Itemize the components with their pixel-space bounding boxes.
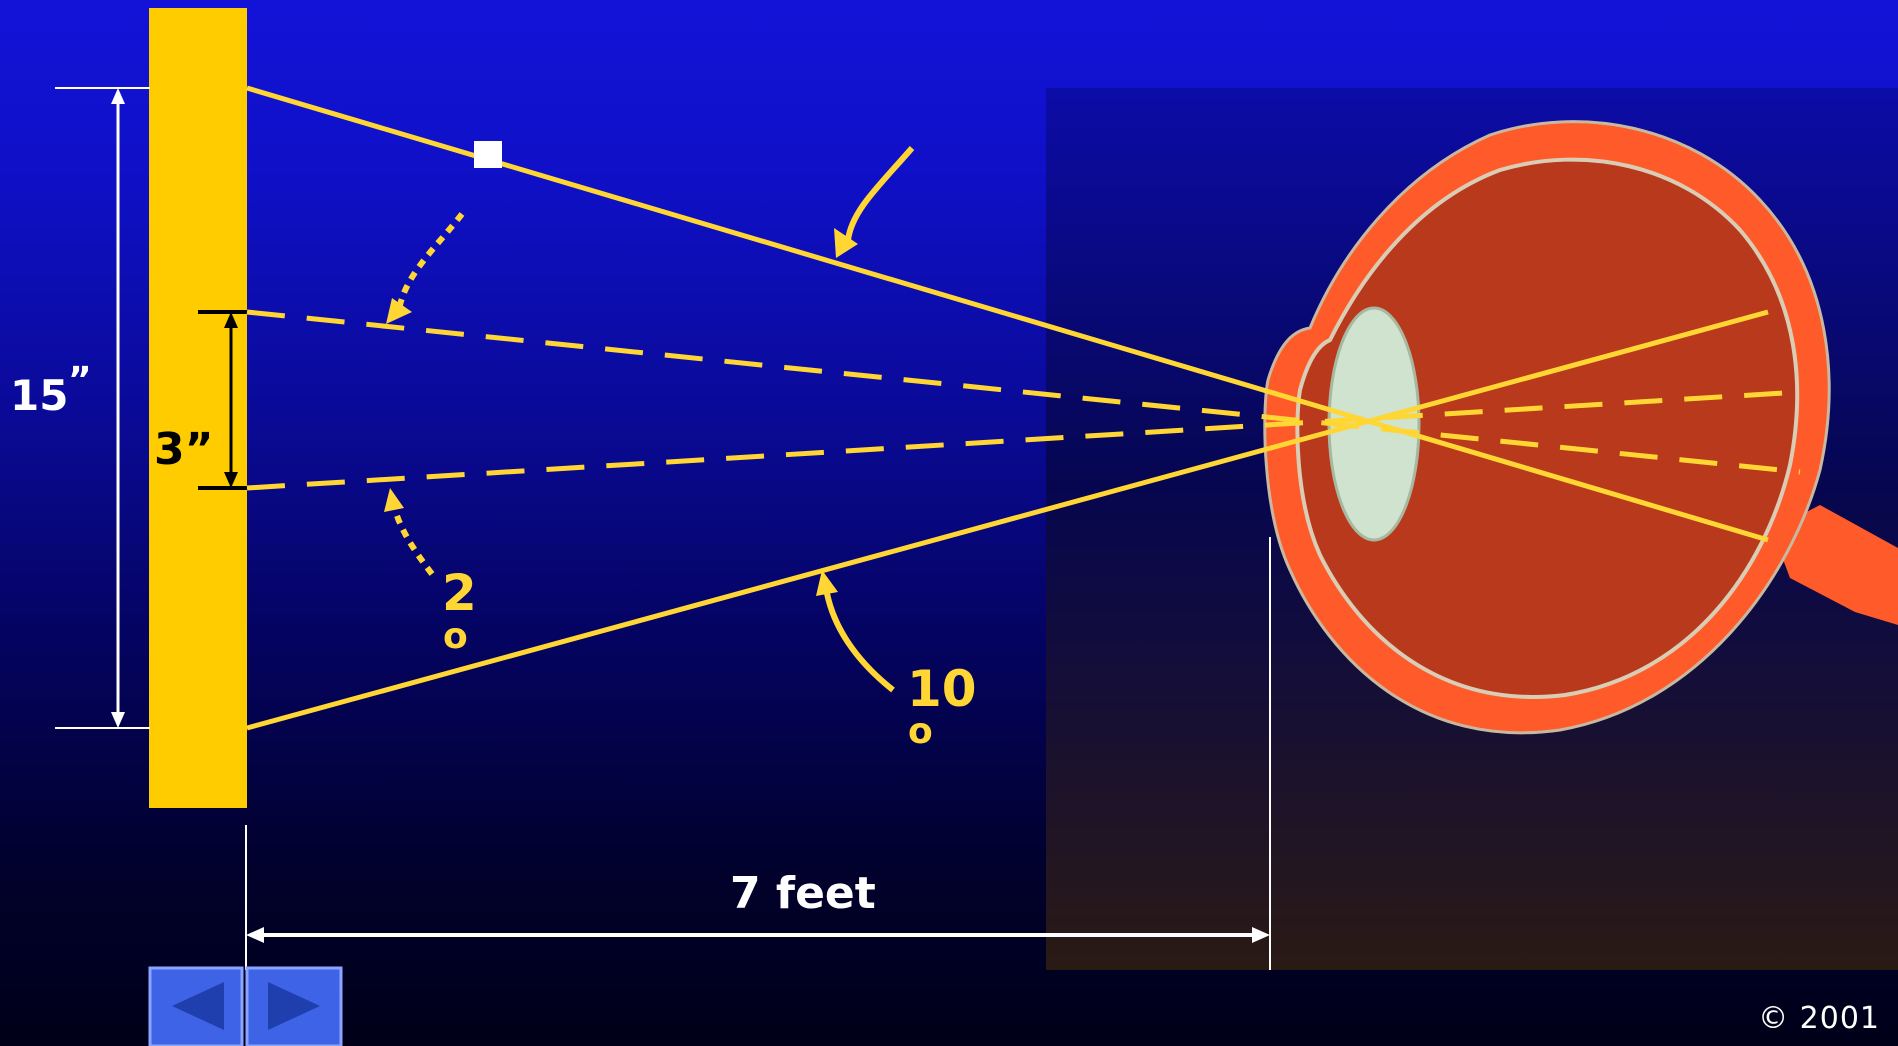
- distance-label: 7 feet: [730, 868, 876, 919]
- total-height-mark: ”: [68, 360, 92, 401]
- copyright-notice: © 2001: [1758, 1001, 1880, 1036]
- distance-dimension: [245, 537, 1271, 970]
- small-angle-value: 2: [442, 564, 477, 622]
- small-angle-rays: [246, 309, 1801, 491]
- large-angle-unit: o: [908, 711, 933, 752]
- triangle-right-icon: [268, 982, 320, 1030]
- large-angle-value: 10: [907, 660, 977, 718]
- small-height-label: 3”: [154, 424, 214, 475]
- small-angle-unit: o: [443, 616, 468, 657]
- forward-button[interactable]: [245, 966, 343, 1046]
- lower-solid-arrow: [823, 587, 895, 693]
- eye-interior: [1295, 157, 1800, 699]
- upper-solid-arrow: [845, 146, 915, 241]
- marker-square: [474, 141, 502, 168]
- total-height-label: 15: [10, 371, 68, 420]
- triangle-left-icon: [172, 982, 224, 1030]
- total-height-dimension: [55, 87, 150, 729]
- lower-dotted-arrow: [391, 504, 435, 576]
- back-button[interactable]: [148, 966, 244, 1046]
- pointer-arrowheads: [384, 228, 858, 596]
- eyeball-illustration: [1263, 120, 1898, 735]
- pointer-arrows: [391, 146, 915, 693]
- upper-dotted-arrow: [397, 212, 465, 306]
- optic-nerve: [1772, 505, 1898, 625]
- small-height-dimension: [198, 310, 248, 490]
